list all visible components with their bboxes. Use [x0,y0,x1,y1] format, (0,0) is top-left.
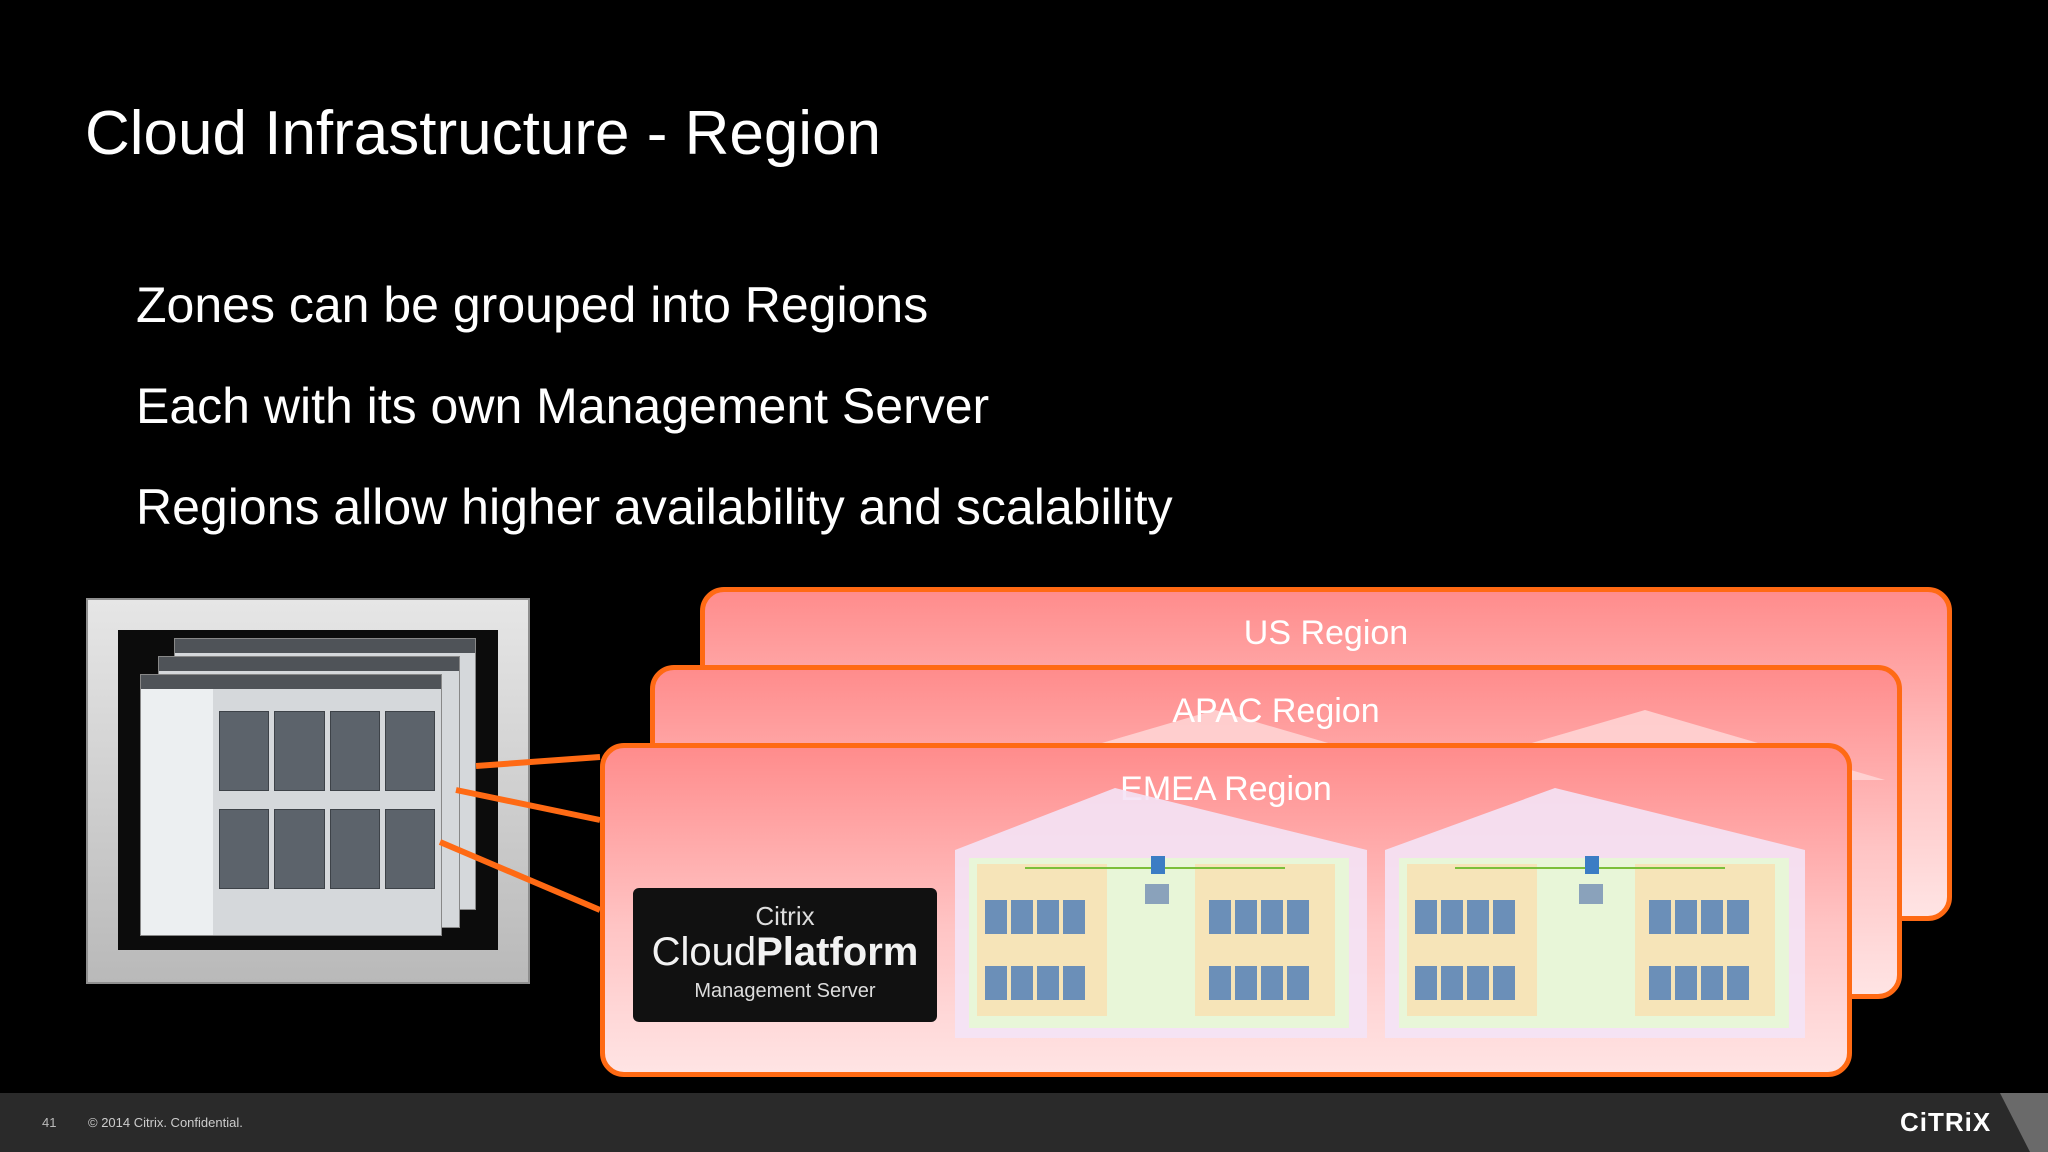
dashboard-tile [384,809,435,889]
dashboard-tile [329,711,380,791]
region-label-us: US Region [1243,614,1409,652]
dashboard-tile [219,809,270,889]
region-label-apac: APAC Region [1172,692,1380,730]
management-server-label: Management Server [694,980,876,1002]
dashboard-tile [219,711,270,791]
bullet-item: Zones can be grouped into Regions [136,277,929,333]
zones-diagram [955,788,1805,1038]
slide-footer: 41 © 2014 Citrix. Confidential. CiTRiX [0,1093,2048,1152]
management-server-box: Citrix CloudPlatform Management Server [633,888,937,1022]
slide-title: Cloud Infrastructure - Region [85,99,882,168]
footer-accent-shape [2000,1093,2048,1152]
dashboard-tile [274,711,325,791]
slide-number: 41 [42,1115,57,1130]
emea-region-card: EMEA Region Citrix CloudPlatform Managem… [600,743,1852,1077]
citrix-brand: Citrix [755,901,815,931]
citrix-logo: CiTRiX [1900,1107,1992,1137]
cloudplatform-wordmark: CloudPlatform [651,930,919,974]
monitor-illustration [86,598,530,984]
bullet-list: Zones can be grouped into Regions Each w… [136,276,1173,579]
ui-window-front [140,674,442,936]
monitor-screen [118,630,498,950]
dashboard-tile [329,809,380,889]
bullet-item: Each with its own Management Server [136,378,990,434]
bullet-item: Regions allow higher availability and sc… [136,479,1173,535]
copyright-text: © 2014 Citrix. Confidential. [88,1115,243,1130]
dashboard-tile [384,711,435,791]
dashboard-tile [274,809,325,889]
